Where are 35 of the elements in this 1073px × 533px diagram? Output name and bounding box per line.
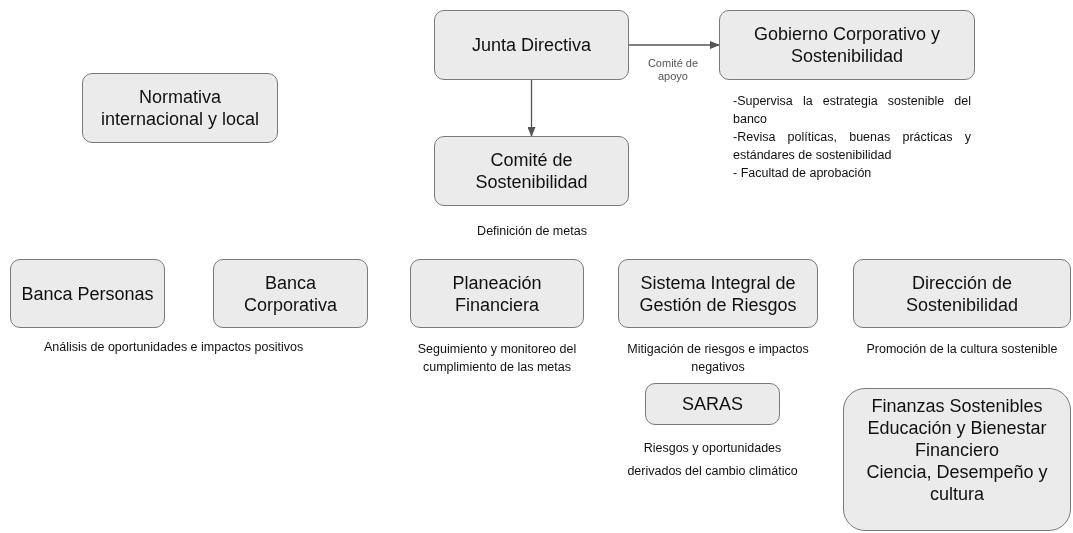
process-box	[82, 73, 278, 143]
process-box	[434, 10, 629, 80]
note-text: Definición de metas	[476, 223, 588, 240]
process-box	[410, 259, 584, 328]
note-text: Promoción de la cultura sostenible	[865, 341, 1059, 358]
note-text: Mitigación de riesgos e impactos negativos	[626, 341, 810, 376]
arrow	[527, 79, 536, 137]
box-label: Ciencia, Desempeño y cultura	[865, 461, 1049, 505]
box-label: Finanzas Sostenibles	[871, 395, 1043, 417]
box-label: SARAS	[682, 393, 743, 415]
process-box	[434, 136, 629, 206]
process-box	[719, 10, 975, 80]
note-text: Riesgos y oportunidades derivados del cambio climático	[626, 440, 799, 480]
box-label: Sistema Integral de Gestión de Riesgos	[638, 271, 798, 316]
note-text: - Facultad de aprobación	[733, 165, 873, 182]
note-text: Análisis de oportunidades e impactos positivos	[44, 340, 304, 354]
box-label: Gobierno Corporativo y Sostenibilidad	[752, 23, 942, 67]
arrow	[628, 41, 720, 49]
box-label: Banca Corporativa	[242, 271, 338, 316]
process-box	[645, 383, 780, 425]
box-label: Comité de Sostenibilidad	[474, 149, 589, 193]
box-label: Planeación Financiera	[451, 271, 543, 316]
box-label: Normativa internacional y local	[99, 86, 261, 130]
process-box	[213, 259, 368, 328]
box-label: Banca Personas	[21, 282, 154, 305]
note-text: -Supervisa la estrategia sostenible del banco	[733, 93, 971, 128]
process-box	[843, 388, 1071, 531]
process-box	[618, 259, 818, 328]
box-label: Junta Directiva	[471, 34, 592, 56]
note-text: -Revisa políticas, buenas prácticas y estándares de sostenibilidad	[733, 129, 971, 164]
box-label: Educación y Bienestar Financiero	[866, 417, 1048, 461]
process-box	[853, 259, 1071, 328]
note-text: Seguimiento y monitoreo del cumplimiento de las metas	[416, 341, 578, 376]
process-box	[10, 259, 165, 328]
box-label: Dirección de Sostenibilidad	[904, 271, 1020, 316]
